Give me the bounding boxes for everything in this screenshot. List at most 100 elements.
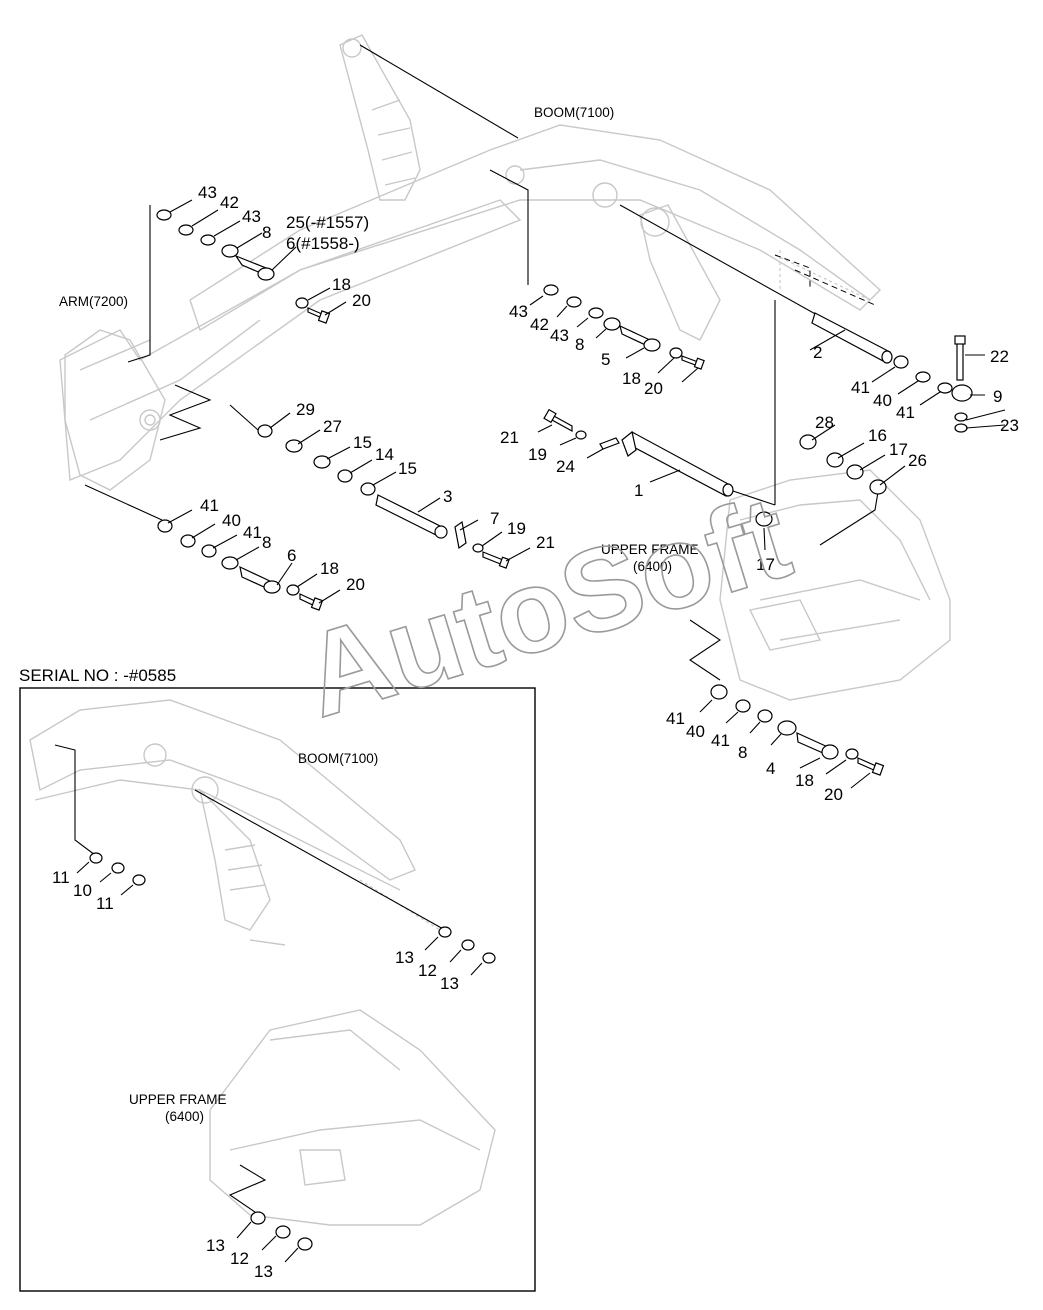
washer-part [286,584,300,596]
plate-24-part [599,437,620,450]
part-number: 20 [346,575,365,594]
part-number: 18 [622,369,641,388]
washer-part [132,874,146,886]
pin-head-part [257,267,275,281]
part-number: 43 [509,302,528,321]
part-number: 15 [353,433,372,452]
part-number: 42 [530,315,549,334]
washer-part [566,296,582,308]
boom-label: BOOM(7100) [534,105,614,120]
washer-part [710,684,728,700]
part-number: 20 [352,291,371,310]
pin-1-plate [621,430,637,457]
bolt-head-part [310,597,324,611]
part-number: 26 [908,451,927,470]
pin-3-end [434,525,448,539]
part-number: 40 [686,722,705,741]
washer-part [893,355,909,369]
arm-label: ARM(7200) [59,294,128,309]
bracket-9-part [951,384,973,402]
part-number: 19 [507,519,526,538]
part-number: 10 [73,881,92,900]
washer-part [221,556,239,570]
bolt-22-head [954,335,966,345]
part-number: 41 [243,523,262,542]
bolt-head-part [693,357,705,370]
washer-part [777,720,797,736]
part-number: 18 [320,559,339,578]
washer-part [295,297,309,309]
washer-part [178,224,194,236]
washer-part [275,1225,291,1239]
part-number: 20 [644,379,663,398]
part-number: 15 [398,459,417,478]
pin-2-end [881,350,893,364]
part-number: 43 [242,207,261,226]
washer-part [799,434,817,450]
part-number: 43 [550,326,569,345]
washer-part [482,952,496,964]
washer-part [669,347,683,359]
part-number: 41 [666,709,685,728]
bolt-head-part [871,762,885,776]
part-number: 14 [375,445,394,464]
washer-19-part [575,430,587,440]
upper-frame-label: UPPER FRAME [601,542,699,557]
part-number: 21 [536,533,555,552]
pin-2-part [811,312,891,363]
part-number: 17 [756,555,775,574]
part-number: 20 [824,785,843,804]
diagram-labels: BOOM(7100) ARM(7200) UPPER FRAME (6400) … [19,105,1019,1281]
pin-head-part [643,338,661,352]
ghost-structure-inset [29,699,496,1226]
washer-part [156,209,172,221]
washer-part [111,862,125,874]
part-number: 40 [873,391,892,410]
part-number: 42 [220,193,239,212]
washer-part [180,534,196,548]
washer-part [461,939,475,951]
washer-part [438,926,452,938]
bolt-22-part [956,339,964,381]
callout-leaders [76,199,1006,1263]
washer-part [543,284,559,296]
part-number: 22 [990,347,1009,366]
washer-part [221,244,239,258]
part-number: 2 [813,343,822,362]
serial-inset-frame [19,687,536,1292]
washer-part [257,424,273,438]
pin-head-part [263,580,281,594]
upper-frame-inset-label: UPPER FRAME [129,1092,227,1107]
part-number: 41 [200,496,219,515]
washer-part [915,371,931,383]
part-number: 18 [332,275,351,294]
part-number: 11 [96,894,114,913]
part-number: 5 [601,350,610,369]
parts [89,209,973,1251]
part-number: 18 [795,771,814,790]
part-number: 3 [443,487,452,506]
part-number: 8 [738,743,747,762]
part-number: 7 [490,509,499,528]
part-number: 23 [1000,416,1019,435]
plate-7-part [454,520,467,550]
watermark: AutoSoft [289,471,804,743]
boom-inset-label: BOOM(7100) [298,751,378,766]
part-number: 6 [287,546,296,565]
part-number: 13 [395,948,414,967]
part-number: 28 [815,413,834,432]
part-number: 17 [889,440,908,459]
part-number: 6(#1558-) [286,234,360,253]
washer-part [755,511,773,527]
part-number: 1 [634,481,643,500]
part-number: 12 [230,1249,249,1268]
washer-part [603,317,621,331]
part-number: 16 [868,426,887,445]
pin-3-part [375,494,443,538]
part-number: 13 [254,1262,273,1281]
part-number: 25(-#1557) [286,213,369,232]
part-number: 27 [323,417,342,436]
part-number: 13 [206,1236,225,1255]
washer-part [201,544,217,558]
